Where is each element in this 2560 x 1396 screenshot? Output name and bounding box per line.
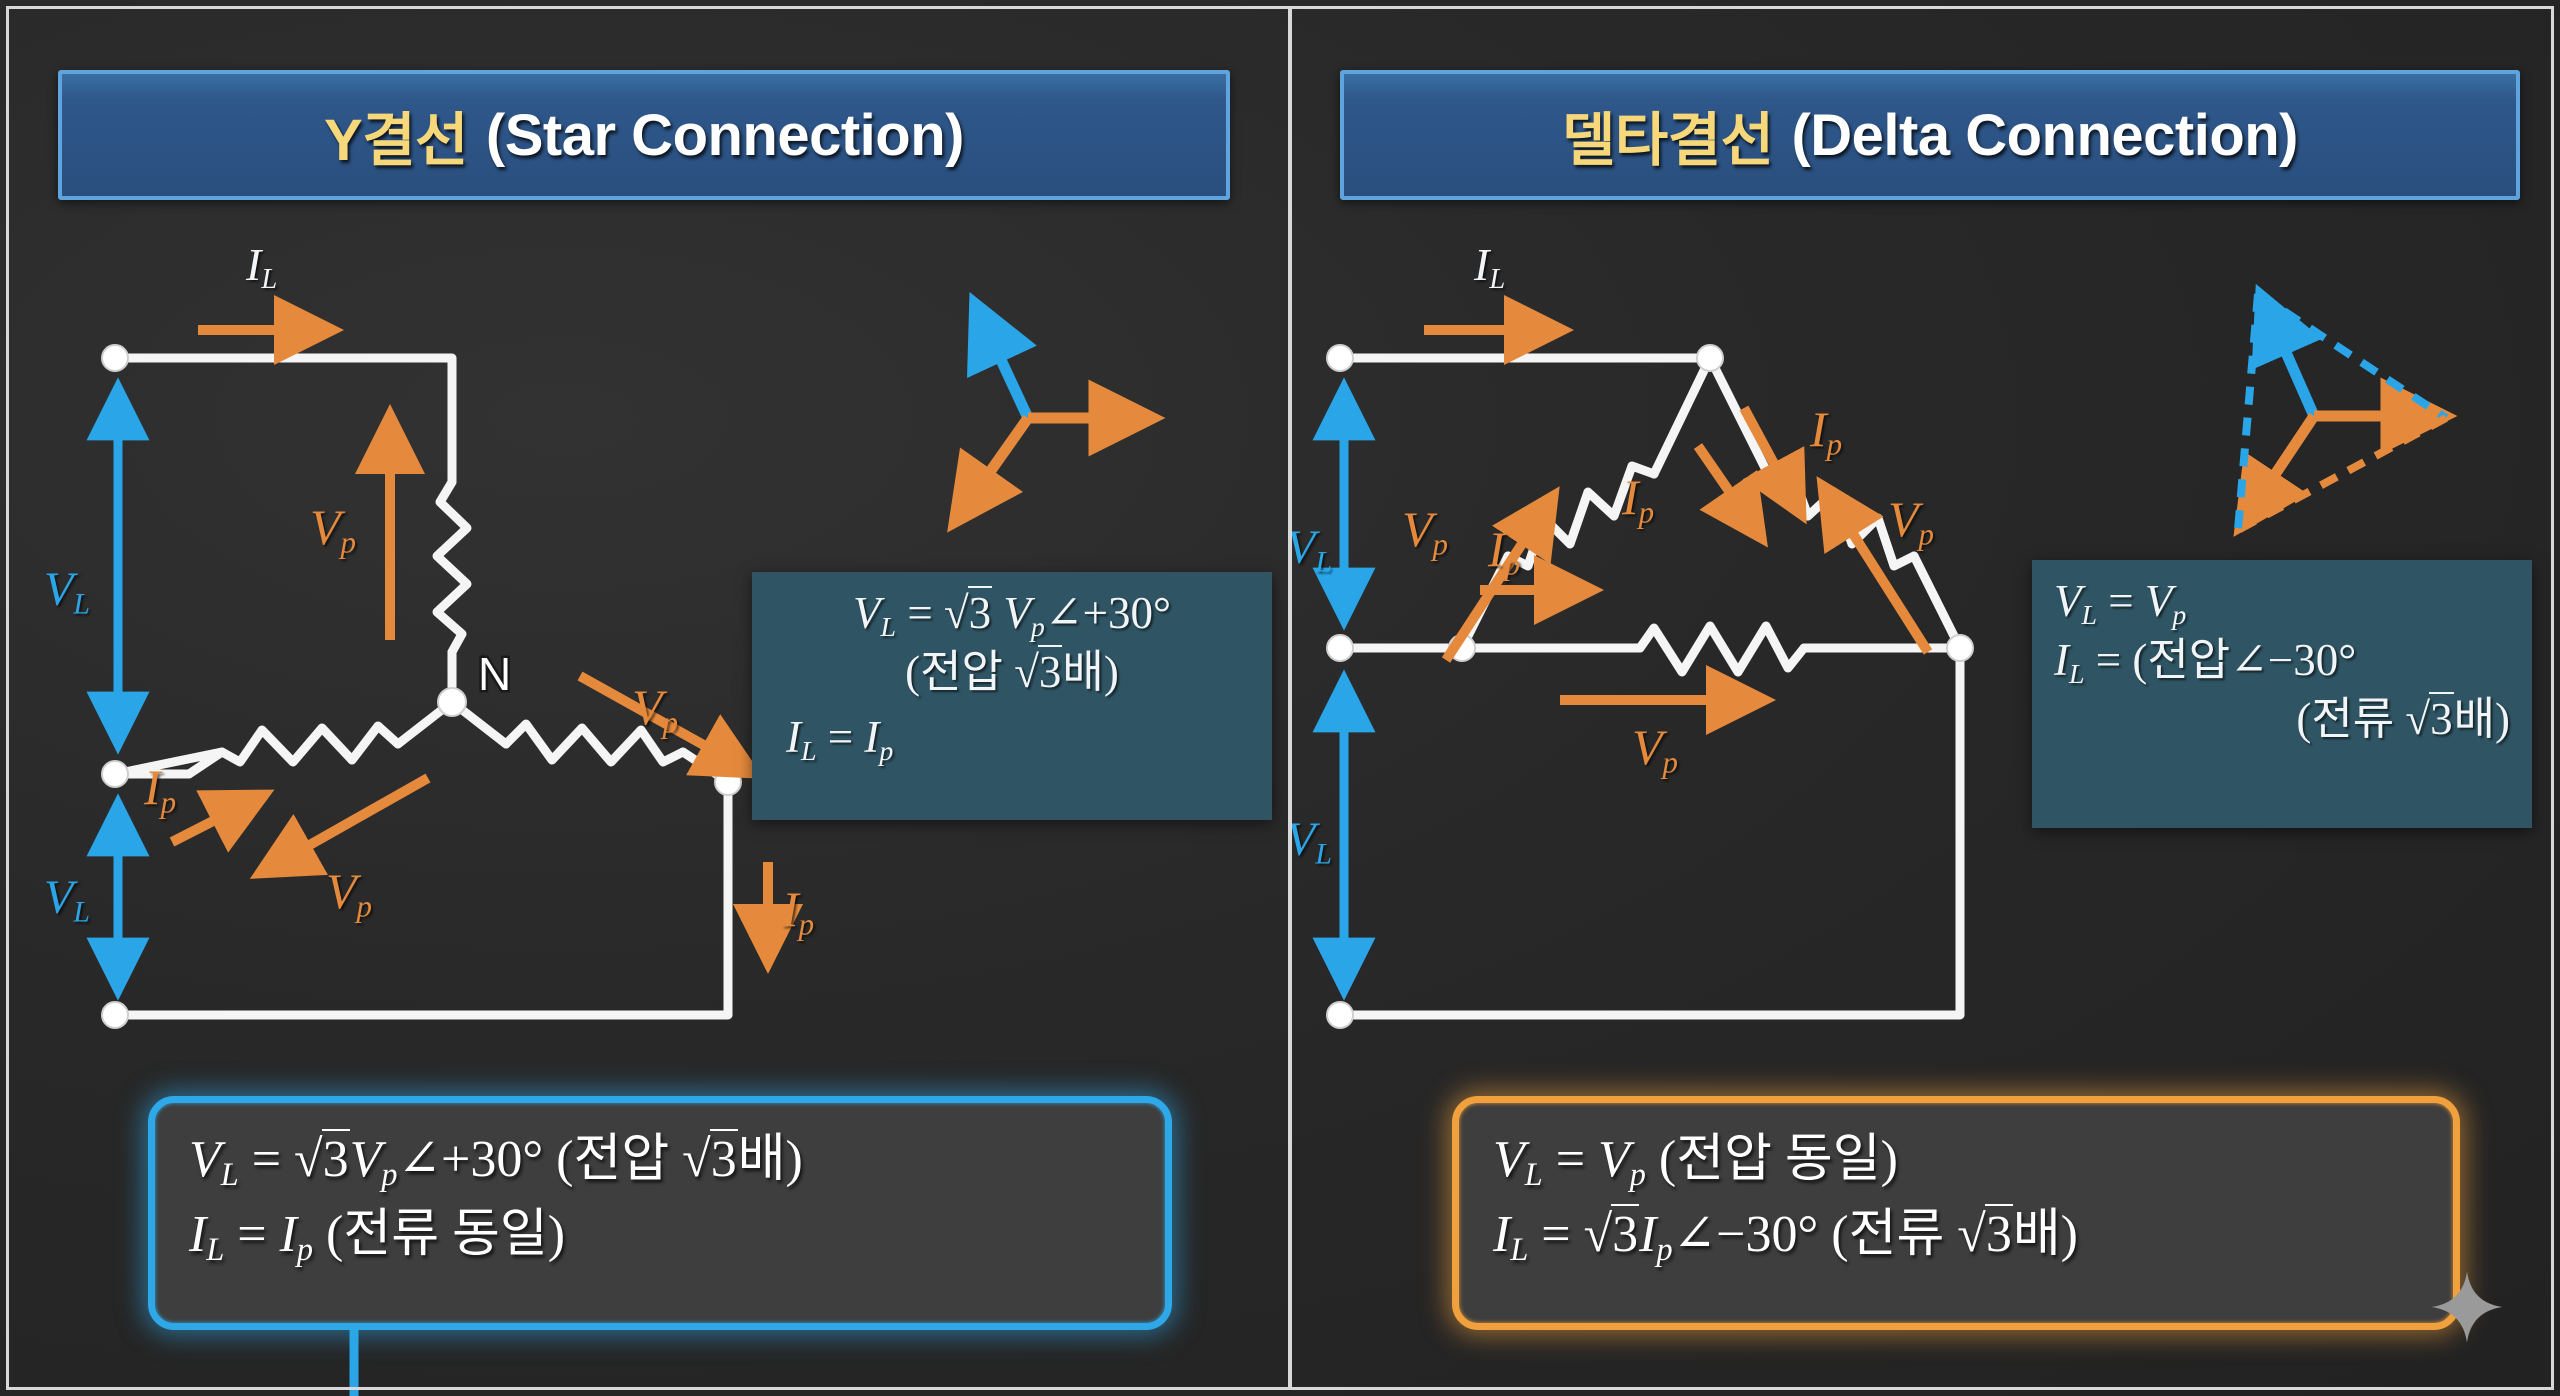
star-info-line-1: VL = √3 Vp∠+30° <box>853 586 1171 643</box>
delta-connection-panel: 델타결선 (Delta Connection) <box>1286 0 2560 1396</box>
star-phase-current-arrow-left <box>169 789 275 853</box>
delta-summary-box: VL = Vp (전압 동일) IL = √3Ip∠−30° (전류 √3배) <box>1452 1096 2460 1330</box>
delta-summary-line-1: VL = Vp (전압 동일) <box>1493 1131 1898 1193</box>
delta-terminal-nodes <box>1326 344 1974 1029</box>
phasor-dashed-edge-left <box>2234 293 2262 531</box>
star-title-english: (Star Connection) <box>485 102 965 168</box>
star-summary-box: VL = √3Vp∠+30° (전압 √3배) IL = Ip (전류 동일) <box>148 1096 1172 1330</box>
star-terminal-nodes <box>101 344 742 1029</box>
phasor-dashed-edge-top <box>2255 290 2449 422</box>
star-title-korean: Y결선 <box>324 108 468 173</box>
phasor-dashed-edge-right <box>2236 414 2448 534</box>
delta-wires <box>1335 353 1965 1020</box>
phasor-vector-blue <box>2251 283 2323 419</box>
star-summary-line-2: IL = Ip (전류 동일) <box>189 1205 566 1267</box>
delta-phase-current-arrow-b <box>1693 443 1768 548</box>
neutral-point-label: N <box>478 648 511 700</box>
star-phasor-diagram <box>947 292 1166 533</box>
delta-info-box: VL = Vp IL = (전압∠−30° (전류 √3배) <box>2032 560 2532 828</box>
delta-phase-voltage-arrow-right <box>1816 476 1933 655</box>
phasor-vector-orange-down <box>947 414 1033 533</box>
delta-title-banner: 델타결선 (Delta Connection) <box>1340 70 2520 200</box>
neutral-node <box>437 687 467 717</box>
star-phase-voltage-arrow-left <box>249 773 431 879</box>
delta-summary-line-2: IL = √3Ip∠−30° (전류 √3배) <box>1493 1203 2079 1267</box>
star-info-line-2: (전압 √3배) <box>905 644 1119 697</box>
delta-info-line-2: IL = (전압∠−30° <box>2054 634 2357 690</box>
star-info-box: VL = √3 Vp∠+30° (전압 √3배) IL = Ip <box>752 572 1272 820</box>
phasor-vector-blue <box>967 292 1037 421</box>
phasor-vector-orange-down <box>2233 412 2319 537</box>
delta-info-line-1: VL = Vp <box>2054 576 2187 631</box>
delta-info-line-3: (전류 √3배) <box>2296 691 2510 744</box>
delta-circuit-diagram <box>1312 283 2458 1029</box>
star-phase-voltage-arrow-right <box>577 671 765 779</box>
delta-phasor-diagram <box>2233 283 2458 537</box>
panel-divider <box>1288 9 1292 1387</box>
delta-phase-voltage-arrow-left <box>1441 486 1560 663</box>
star-circuit-diagram: N <box>86 292 1166 1396</box>
star-wires <box>110 353 733 1020</box>
delta-phase-current-arrow-a <box>1739 405 1807 525</box>
delta-orange-arrows <box>1424 295 1933 735</box>
sparkle-icon <box>2431 1271 2503 1343</box>
delta-title-korean: 델타결선 <box>1562 108 1774 173</box>
star-title-banner: Y결선 (Star Connection) <box>58 70 1230 200</box>
star-summary-line-1: VL = √3Vp∠+30° (전압 √3배) <box>189 1129 803 1193</box>
delta-title-english: (Delta Connection) <box>1791 102 2298 168</box>
star-info-line-3: IL = Ip <box>786 711 894 767</box>
star-connection-panel: Y결선 (Star Connection) <box>44 70 1272 1396</box>
